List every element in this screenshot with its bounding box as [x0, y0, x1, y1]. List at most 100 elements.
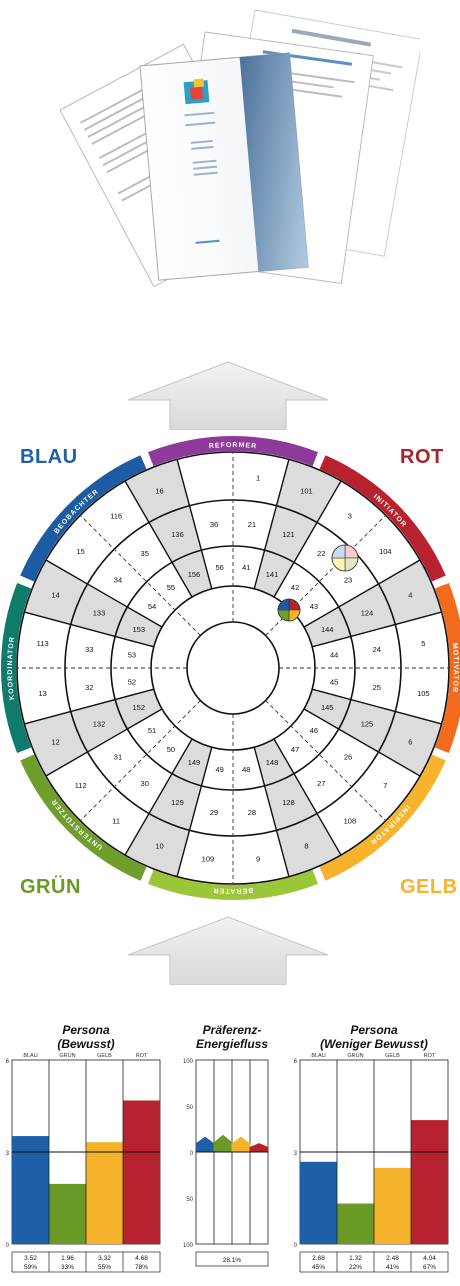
wheel-divider	[24, 688, 154, 725]
chart-right-column-header: GRÜN	[347, 1052, 363, 1059]
chart-middle-axis-label: 0	[190, 1151, 194, 1157]
corner-label-gruen: GRÜN	[20, 876, 81, 898]
wheel-outer-number: 15	[77, 547, 85, 556]
wheel-segment-band	[20, 754, 147, 881]
wheel-inner-number: 45	[330, 677, 338, 686]
wheel-mid-number: 36	[210, 520, 218, 529]
wheel-mid-number: 136	[171, 530, 184, 539]
wheel-shaded-cell	[276, 813, 341, 877]
chart-left-percent: 55%	[98, 1264, 111, 1271]
wheel-mid-number: 22	[317, 549, 325, 558]
chart-middle-subtitle: Energiefluss	[196, 1037, 268, 1051]
wheel-inner-number: 152	[133, 703, 146, 712]
wheel-shaded-cell	[70, 699, 128, 752]
chart-left-percent: 33%	[61, 1264, 74, 1271]
wheel-mid-number: 125	[361, 719, 374, 728]
wheel-mid-number: 133	[93, 609, 106, 618]
wheel-shaded-cell	[149, 773, 202, 831]
wheel-outer-number: 6	[408, 737, 412, 746]
chart-left-bar	[86, 1142, 123, 1244]
chart-right-axis-label: 6	[294, 1059, 298, 1065]
chart-right-subtitle: (Weniger Bewusst)	[320, 1037, 428, 1051]
chart-left-value: 3.52	[24, 1255, 37, 1262]
wheel-segment-band	[319, 455, 446, 582]
wheel-inner-number: 47	[291, 745, 299, 754]
chart-middle-footer-box	[195, 1251, 269, 1267]
corner-label-blau: BLAU	[20, 446, 78, 468]
wheel-inner-number: 43	[310, 602, 318, 611]
chart-left-column-header: BLAU	[23, 1053, 37, 1059]
up-arrow-icon	[127, 361, 329, 430]
chart-right-percent: 45%	[312, 1264, 325, 1271]
wheel-axis	[265, 700, 387, 822]
chart-right-title: Persona	[350, 1023, 398, 1037]
wheel-mid-number: 32	[85, 683, 93, 692]
chart-middle-footer: 28.1%	[223, 1257, 242, 1264]
wheel-mid-number: 24	[373, 645, 381, 654]
corner-label-gelb: GELB	[400, 876, 458, 898]
wheel-mid-number: 28	[248, 808, 256, 817]
chart-left-value: 3.32	[98, 1255, 111, 1262]
chart-right-column-header: GELB	[385, 1053, 400, 1059]
wheel-inner-number: 149	[188, 758, 201, 767]
wheel-mid-number: 124	[361, 609, 374, 618]
wheel-inner-number: 153	[133, 625, 146, 634]
chart-right-bar	[374, 1167, 411, 1244]
chart-left-bar	[12, 1136, 49, 1244]
wheel-outer-number: 12	[51, 737, 59, 746]
chart-right-value: 2.68	[312, 1255, 325, 1262]
wheel-shaded-cell	[172, 550, 212, 597]
wheel-segment-band	[147, 436, 319, 467]
wheel-shaded-cell	[149, 505, 202, 563]
wheel-mid-number: 121	[282, 530, 295, 539]
wheel-mid-number: 34	[114, 576, 122, 585]
wheel-mid-number: 129	[171, 798, 184, 807]
wheel-inner-number: 41	[242, 563, 250, 572]
wheel-outer-number: 5	[421, 639, 425, 648]
wheel-divider	[124, 738, 193, 856]
wheel-shaded-cell	[264, 505, 317, 563]
wheel-divider	[273, 738, 342, 856]
wheel-outer-number: 113	[37, 639, 49, 648]
wheel-segment-label: KOORDINATOR	[7, 636, 16, 700]
wheel-divider	[24, 611, 154, 648]
wheel-segment-band	[147, 869, 319, 900]
wheel-segment-label: REFORMER	[209, 442, 258, 450]
wheel-inner-number: 141	[266, 570, 279, 579]
wheel-mid-number: 25	[373, 683, 381, 692]
chart-left-value: 4.68	[135, 1255, 148, 1262]
chart-left-axis-label: 3	[6, 1151, 10, 1157]
wheel-shaded-cell	[115, 689, 162, 729]
wheel-mid-number: 29	[210, 808, 218, 817]
wheel-segment-band	[20, 455, 147, 582]
wheel-shaded-cell	[24, 711, 88, 776]
chart-left-column-header: GELB	[97, 1053, 112, 1059]
chart-middle-axis-label: 100	[183, 1243, 194, 1249]
wheel-divider	[303, 559, 421, 628]
wheel-shaded-cell	[254, 550, 294, 597]
wheel-outer-number: 101	[300, 487, 313, 496]
wheel-divider	[312, 611, 442, 648]
wheel-inner-number: 48	[242, 765, 250, 774]
chart-right-value: 2.48	[386, 1255, 399, 1262]
wheel-ring	[110, 545, 356, 791]
chart-right-bar	[411, 1120, 448, 1244]
wheel-mid-number: 128	[282, 798, 295, 807]
wheel-shaded-cell	[70, 584, 128, 637]
wheel-segment-label: BERATER	[212, 886, 253, 894]
wheel-outer-number: 13	[38, 689, 46, 698]
wheel-divider	[124, 480, 193, 598]
wheel-mid-number: 21	[248, 520, 256, 529]
wheel-outer-number: 112	[75, 781, 87, 790]
wheel-shaded-cell	[254, 739, 294, 786]
wheel-shaded-cell	[378, 560, 442, 625]
chart-right-value: 1.32	[349, 1255, 362, 1262]
chart-left-axis-label: 6	[6, 1059, 10, 1065]
chart-middle-axis-label: 100	[183, 1059, 194, 1065]
chart-right-column-header: BLAU	[311, 1053, 325, 1059]
wheel-shaded-cell	[125, 813, 190, 877]
wheel-divider	[45, 559, 163, 628]
wheel-mid-number: 26	[344, 752, 352, 761]
wheel-outer-number: 105	[417, 689, 430, 698]
wheel-outer-number: 4	[408, 591, 412, 600]
